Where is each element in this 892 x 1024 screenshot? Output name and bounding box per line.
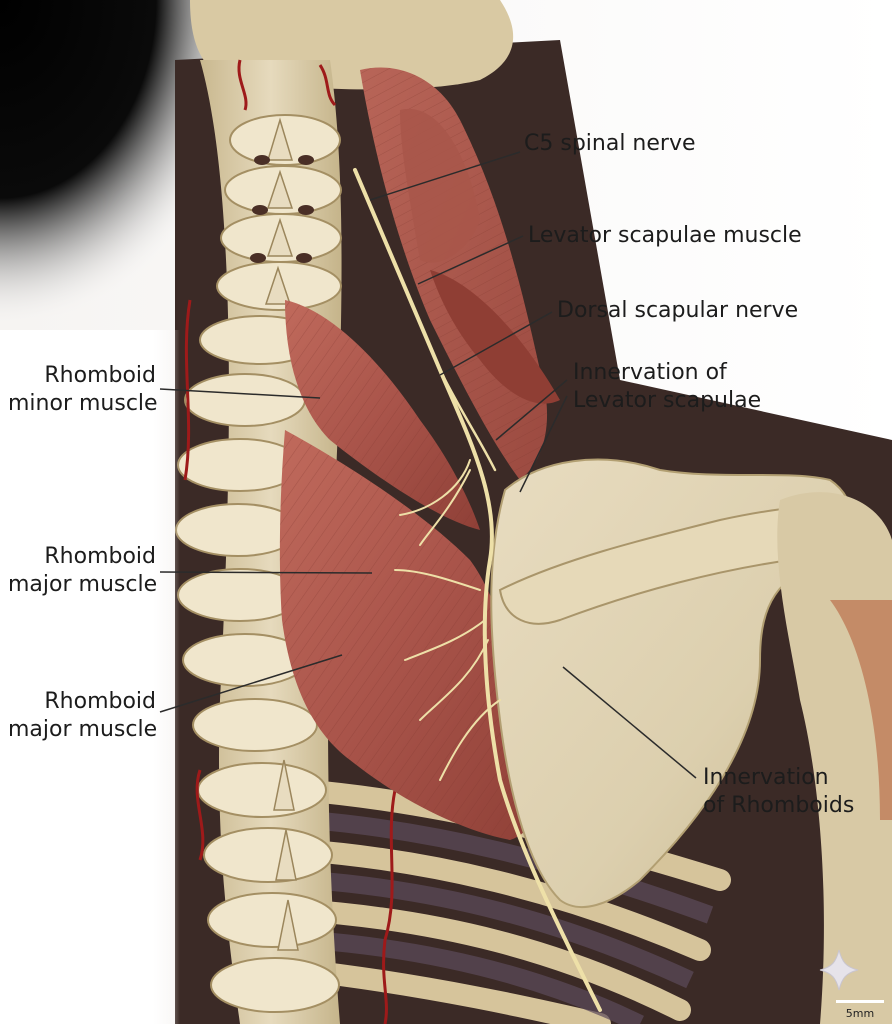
label-line: of Rhomboids <box>703 793 855 818</box>
deep-muscle <box>400 108 480 263</box>
leader-lines <box>159 151 697 779</box>
label-innervation-of-rhomboids: Innervation of Rhomboids <box>703 764 854 820</box>
label-line: major muscle <box>8 717 158 742</box>
label-line: major muscle <box>8 572 158 597</box>
label-rhomboid-major-muscle-1: Rhomboid major muscle <box>8 543 158 599</box>
label-line: Rhomboid <box>44 689 156 714</box>
label-rhomboid-major-muscle-2: Rhomboid major muscle <box>8 688 158 744</box>
label-line: minor muscle <box>8 391 158 416</box>
dorsal-scapular-nerve <box>353 168 602 1012</box>
four-point-star-icon <box>819 949 859 991</box>
label-dorsal-scapular-nerve: Dorsal scapular nerve <box>557 298 799 323</box>
label-line: Rhomboid <box>44 363 156 388</box>
nerves <box>353 168 602 1012</box>
label-line: Rhomboid <box>44 544 156 569</box>
label-c5-spinal-nerve: C5 spinal nerve <box>524 131 696 156</box>
scale-bar-label: 5mm <box>845 1007 875 1020</box>
label-levator-scapulae-muscle: Levator scapulae muscle <box>528 223 802 248</box>
label-rhomboid-minor-muscle: Rhomboid minor muscle <box>8 362 158 418</box>
label-line: Innervation <box>703 765 829 790</box>
left-fade <box>0 330 180 1024</box>
scale-bar <box>836 1000 884 1003</box>
label-line: Levator scapulae <box>573 388 762 413</box>
deep-muscle-2 <box>430 270 560 404</box>
intercostal-membrane <box>309 811 714 1024</box>
label-innervation-levator-scapulae: Innervation of Levator scapulae <box>573 359 761 415</box>
label-line: Innervation of <box>573 360 727 385</box>
vertebral-column <box>175 60 342 1024</box>
